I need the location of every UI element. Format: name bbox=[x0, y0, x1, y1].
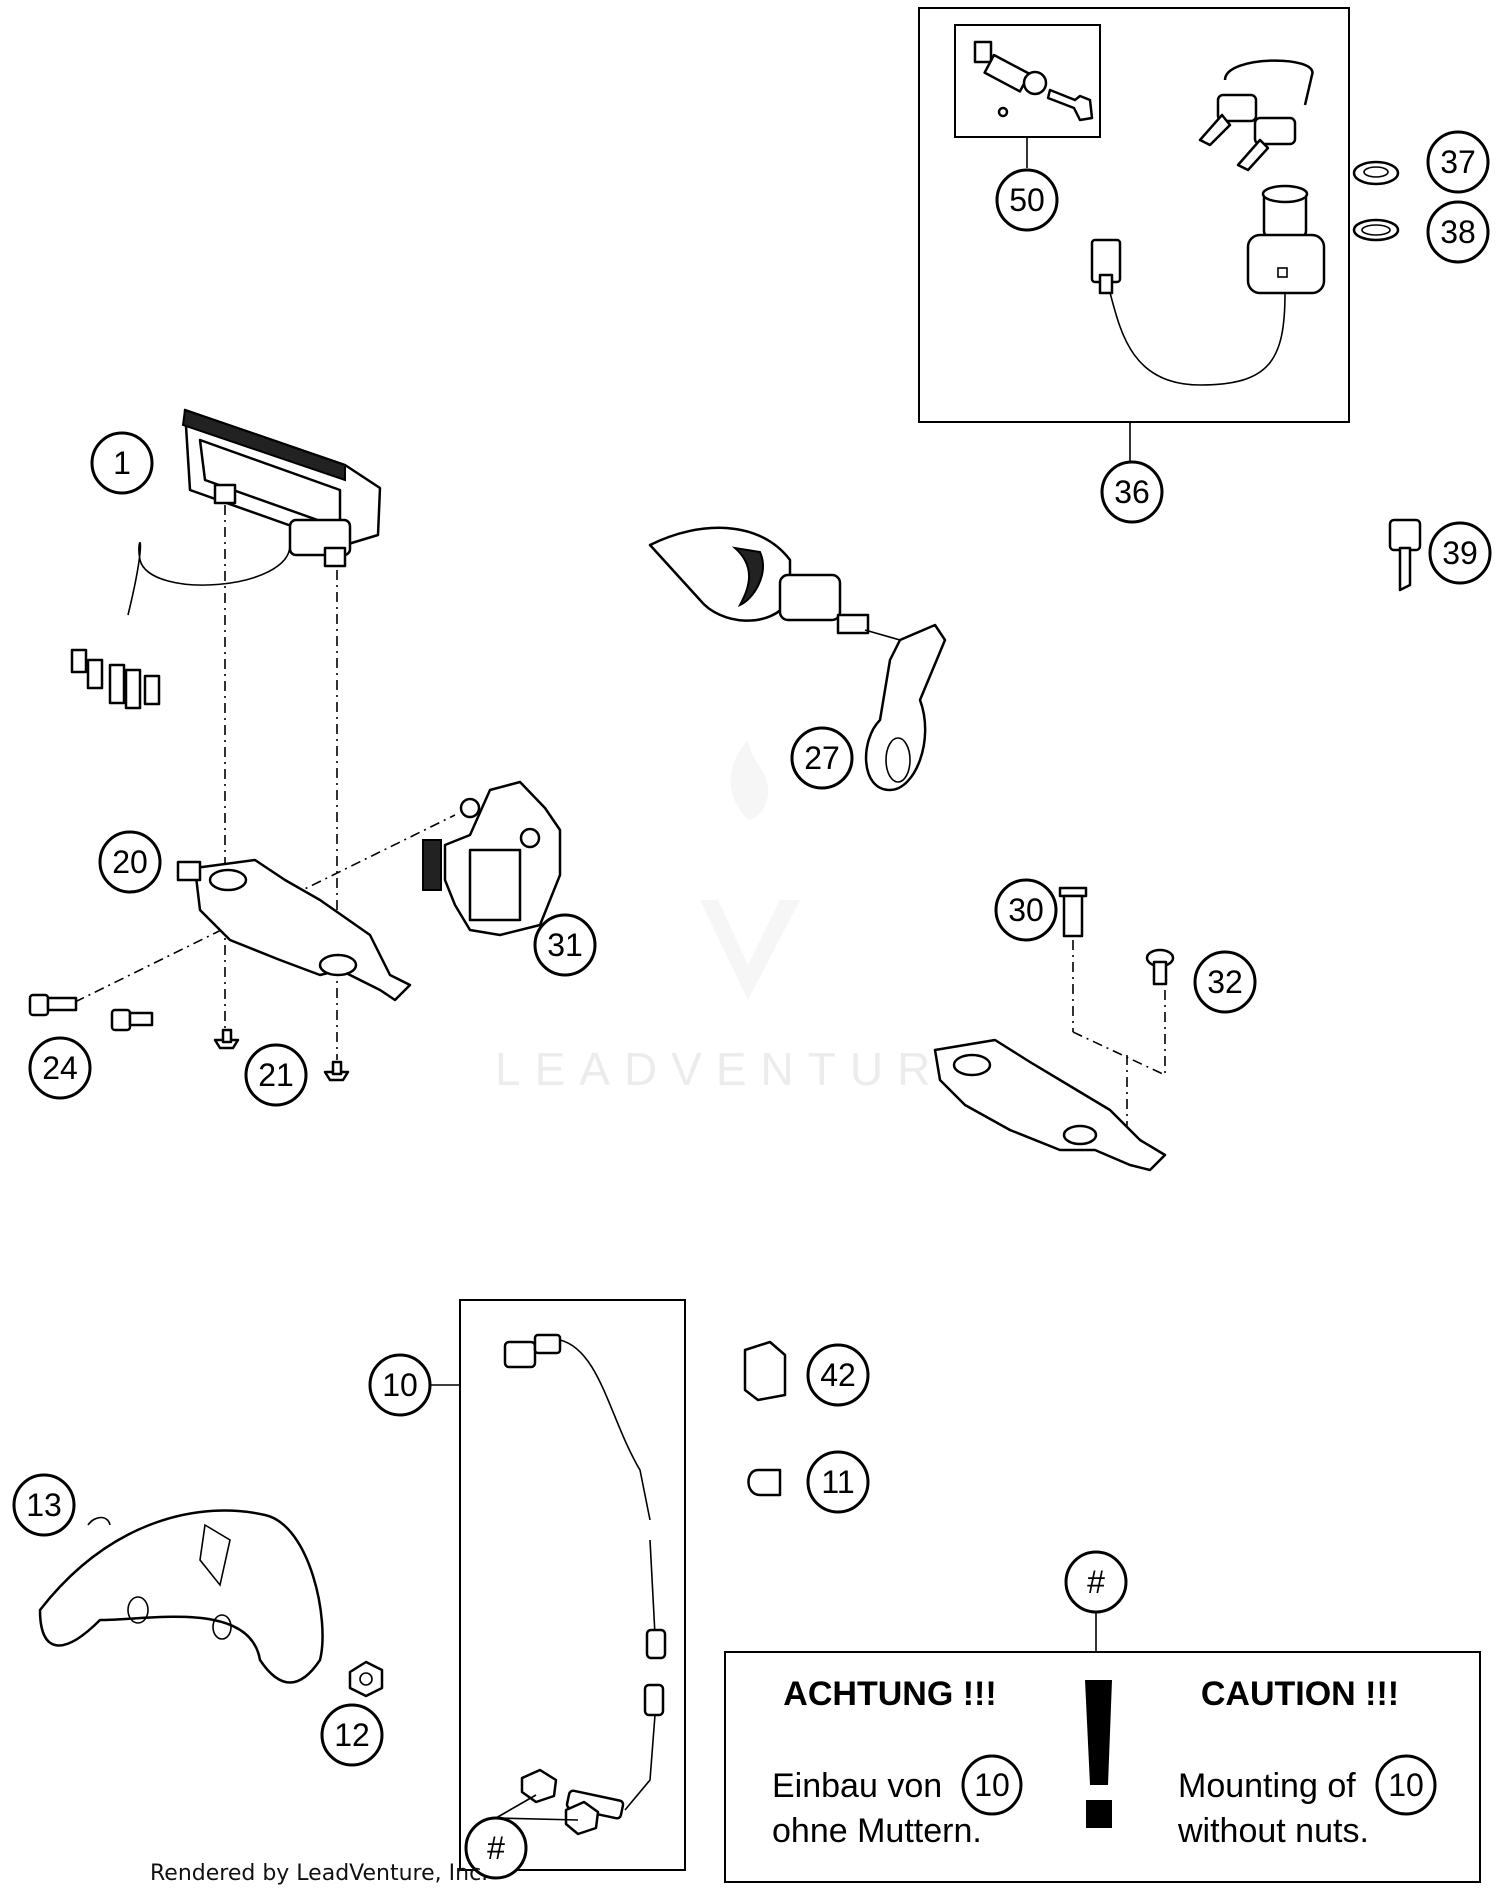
callout-20-label: 20 bbox=[112, 844, 148, 880]
callout-50[interactable]: 50 bbox=[995, 168, 1059, 232]
callout-31-label: 31 bbox=[547, 927, 583, 963]
callout-42[interactable]: 42 bbox=[806, 1343, 870, 1407]
callout-39-label: 39 bbox=[1442, 535, 1478, 571]
callout-hash-top[interactable]: # bbox=[1064, 1550, 1128, 1614]
speedometer-icon bbox=[70, 408, 382, 710]
ignition-kit-frame bbox=[918, 7, 1350, 423]
light-bracket-icon bbox=[933, 1038, 1167, 1172]
screw-icon bbox=[213, 1028, 350, 1082]
sprocket-cover-icon bbox=[38, 1509, 324, 1684]
callout-13-label: 13 bbox=[26, 1487, 62, 1523]
callout-32-label: 32 bbox=[1207, 964, 1243, 1000]
callout-50-label: 50 bbox=[1009, 182, 1045, 218]
callout-12[interactable]: 12 bbox=[320, 1703, 384, 1767]
callout-10-label: 10 bbox=[382, 1367, 418, 1403]
callout-13[interactable]: 13 bbox=[12, 1473, 76, 1537]
credit-text: Rendered by LeadVenture, Inc. bbox=[150, 1861, 488, 1886]
clip-icon bbox=[743, 1340, 787, 1497]
caution-ref-german: 10 bbox=[961, 1754, 1023, 1816]
key-icon bbox=[1388, 518, 1422, 592]
plug-icon bbox=[1058, 886, 1175, 986]
callout-27[interactable]: 27 bbox=[790, 726, 854, 790]
caution-ref-german-label: 10 bbox=[974, 1767, 1010, 1803]
callout-21-label: 21 bbox=[258, 1057, 294, 1093]
callout-31[interactable]: 31 bbox=[533, 913, 597, 977]
caution-line2-german: ohne Muttern. bbox=[772, 1812, 982, 1850]
caution-ref-english: 10 bbox=[1375, 1754, 1437, 1816]
caution-title-english: CAUTION !!! bbox=[1201, 1675, 1399, 1713]
callout-36-label: 36 bbox=[1114, 474, 1150, 510]
callout-20[interactable]: 20 bbox=[98, 830, 162, 894]
exclamation-icon bbox=[1085, 1680, 1112, 1828]
ignition-switch-icon bbox=[1090, 184, 1326, 386]
callout-30[interactable]: 30 bbox=[994, 878, 1058, 942]
callout-38-label: 38 bbox=[1440, 214, 1476, 250]
callout-10[interactable]: 10 bbox=[368, 1353, 432, 1417]
sensor-cable-frame bbox=[459, 1299, 686, 1871]
instrument-bracket-icon bbox=[176, 858, 412, 1002]
callout-24-label: 24 bbox=[42, 1050, 78, 1086]
callout-hash-bottom[interactable]: # bbox=[464, 1816, 528, 1880]
callout-hash-bottom-label: # bbox=[487, 1830, 505, 1866]
key-pair-icon bbox=[1198, 59, 1314, 172]
instrument-holder-icon bbox=[422, 780, 562, 937]
bolt-icon bbox=[28, 993, 78, 1017]
callout-21[interactable]: 21 bbox=[244, 1043, 308, 1107]
nut-icon bbox=[520, 1768, 600, 1836]
speed-sensor-cable-icon bbox=[503, 1333, 667, 1820]
caution-note-frame bbox=[724, 1651, 1481, 1883]
callout-11[interactable]: 11 bbox=[806, 1450, 870, 1514]
caution-line1-german: Einbau von bbox=[772, 1767, 942, 1805]
callout-hash-top-label: # bbox=[1087, 1564, 1105, 1600]
callout-1-label: 1 bbox=[113, 445, 131, 481]
callout-42-label: 42 bbox=[820, 1357, 856, 1393]
callout-37-label: 37 bbox=[1440, 144, 1476, 180]
watermark-logo bbox=[700, 740, 800, 1000]
caution-ref-english-label: 10 bbox=[1388, 1767, 1424, 1803]
lock-cylinder-icon bbox=[973, 40, 1094, 122]
callout-27-label: 27 bbox=[804, 740, 840, 776]
callout-38[interactable]: 38 bbox=[1426, 200, 1490, 264]
o-ring-icon bbox=[1352, 218, 1400, 242]
bolt-short-icon bbox=[110, 1008, 154, 1032]
callout-37[interactable]: 37 bbox=[1426, 130, 1490, 194]
caution-line2-english: without nuts. bbox=[1177, 1812, 1369, 1850]
callout-36[interactable]: 36 bbox=[1100, 460, 1164, 524]
callout-32[interactable]: 32 bbox=[1193, 950, 1257, 1014]
watermark-text: LEADVENTURE bbox=[495, 1043, 989, 1095]
nut-12-icon bbox=[348, 1660, 384, 1698]
callout-11-label: 11 bbox=[821, 1464, 854, 1500]
turn-signal-icon bbox=[648, 526, 947, 792]
callout-1[interactable]: 1 bbox=[90, 431, 154, 495]
callout-39[interactable]: 39 bbox=[1428, 521, 1492, 585]
callout-24[interactable]: 24 bbox=[28, 1036, 92, 1100]
caution-title-german: ACHTUNG !!! bbox=[783, 1675, 996, 1713]
nut-ring-icon bbox=[1352, 160, 1400, 186]
callout-12-label: 12 bbox=[334, 1717, 370, 1753]
caution-line1-english: Mounting of bbox=[1178, 1767, 1356, 1805]
callout-30-label: 30 bbox=[1008, 892, 1044, 928]
